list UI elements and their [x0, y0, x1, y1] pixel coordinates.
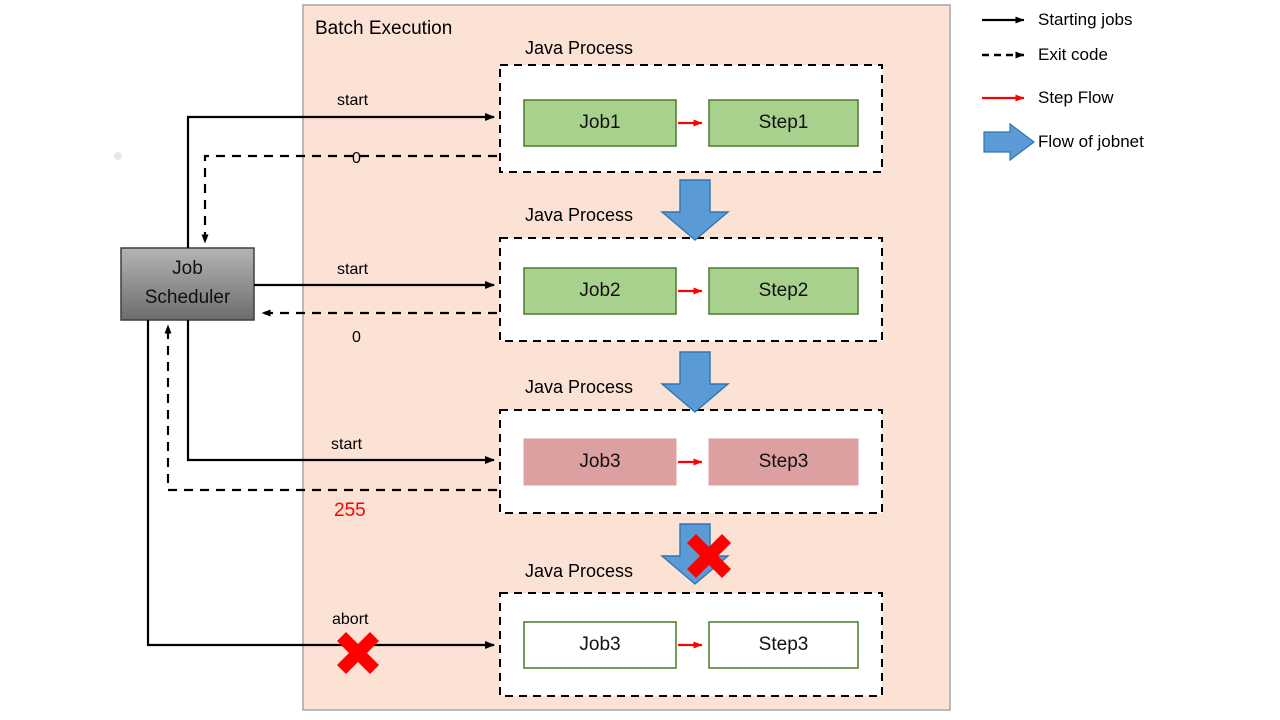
step-label-row2: Step2	[758, 280, 809, 301]
abort-label-row4: abort	[332, 611, 369, 628]
legend-label-flow-of-jobnet: Flow of jobnet	[1038, 132, 1144, 151]
step-label-row4: Step3	[758, 634, 809, 655]
job-box-row4[interactable]	[523, 621, 677, 669]
job-scheduler-label-line1: Job	[172, 258, 203, 279]
legend-label-exit-code: Exit code	[1038, 45, 1108, 64]
step-label-row3: Step3	[758, 451, 809, 472]
legend-block-arrow-icon	[983, 122, 1035, 162]
legend-label-step-flow: Step Flow	[1038, 88, 1114, 107]
legend-label-starting-jobs: Starting jobs	[1038, 10, 1133, 29]
step-box-row3[interactable]	[708, 438, 859, 486]
java-process-label-row4: Java Process	[525, 561, 634, 581]
java-process-label-row1: Java Process	[525, 38, 634, 58]
exit-label-row3: 255	[334, 500, 366, 521]
job-label-row4: Job3	[579, 634, 621, 655]
job-box-row1[interactable]	[523, 99, 677, 147]
exit-arrow-row3	[164, 324, 497, 492]
start-label-row3: start	[331, 436, 363, 453]
jobnet-arrow-3-4	[660, 523, 730, 585]
panel-title: Batch Execution	[315, 18, 453, 39]
java-process-label-row2: Java Process	[525, 205, 634, 225]
start-label-row2: start	[337, 261, 369, 278]
job-label-row1: Job1	[579, 112, 621, 133]
job-box-row3[interactable]	[523, 438, 677, 486]
step-box-row2[interactable]	[708, 267, 859, 315]
exit-label-row1: 0	[352, 150, 361, 167]
start-arrow-row1	[186, 113, 495, 248]
job-label-row3: Job3	[579, 451, 621, 472]
job-scheduler-label-line2: Scheduler	[144, 287, 231, 308]
step-box-row1[interactable]	[708, 99, 859, 147]
start-arrow-row3	[186, 320, 495, 464]
start-label-row1: start	[337, 92, 369, 109]
step-label-row1: Step1	[758, 112, 809, 133]
abort-arrow-row4	[146, 320, 495, 649]
jobnet-blocked-cross-icon	[687, 534, 731, 578]
jobnet-arrow-1-2	[660, 179, 730, 241]
job-label-row2: Job2	[579, 280, 621, 301]
abort-cross-icon	[337, 632, 379, 674]
job-box-row2[interactable]	[523, 267, 677, 315]
step-box-row4[interactable]	[708, 621, 859, 669]
exit-label-row2: 0	[352, 329, 361, 346]
exit-arrow-row1	[201, 154, 497, 244]
java-process-label-row3: Java Process	[525, 377, 634, 397]
jobnet-arrow-2-3	[660, 351, 730, 413]
artifact-dot	[114, 152, 122, 160]
